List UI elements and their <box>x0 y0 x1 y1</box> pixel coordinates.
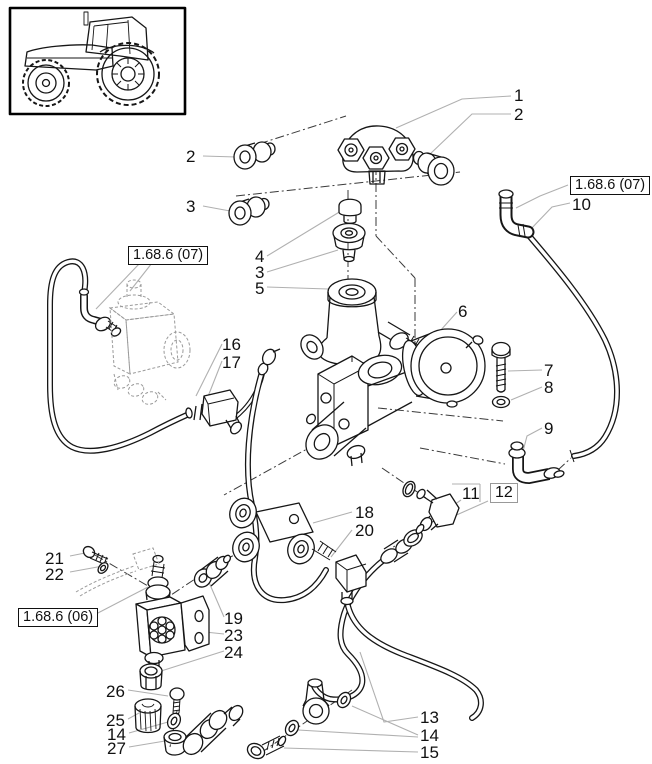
callout-23[interactable]: 23 <box>224 626 243 645</box>
callout-16[interactable]: 16 <box>222 335 241 354</box>
part-washer-14-lower <box>284 719 300 737</box>
part-solenoid-elbow <box>78 288 122 337</box>
callout-6[interactable]: 6 <box>458 302 468 321</box>
part-valve-body-6 <box>305 354 413 467</box>
callout-20[interactable]: 20 <box>355 521 374 540</box>
part-elbow-11 <box>402 480 460 535</box>
callout-11[interactable]: 11 <box>462 484 480 503</box>
callout-12[interactable]: 12 <box>490 483 518 503</box>
part-elbow-16-17 <box>185 389 243 435</box>
callout-14a[interactable]: 14 <box>107 725 126 744</box>
callout-10[interactable]: 10 <box>572 195 591 214</box>
callout-22[interactable]: 22 <box>45 565 64 584</box>
part-washer-14-left <box>166 712 182 730</box>
part-elbow-20 <box>335 554 367 606</box>
part-pipe-nut <box>257 348 281 376</box>
part-manifold-1 <box>337 125 455 186</box>
part-washer-14-upper <box>336 691 352 709</box>
part-rubber-elbow <box>498 189 575 463</box>
callout-13[interactable]: 13 <box>420 708 439 727</box>
part-nut-3 <box>332 222 366 263</box>
callout-17[interactable]: 17 <box>222 353 241 372</box>
callout-9[interactable]: 9 <box>544 419 554 438</box>
part-cap-25 <box>134 698 162 734</box>
ref-07-left[interactable]: 1.68.6 (07) <box>128 246 209 265</box>
part-coupler <box>182 704 244 756</box>
callout-7[interactable]: 7 <box>544 361 554 380</box>
part-elbow-9 <box>508 441 565 484</box>
callout-27[interactable]: 27 <box>107 739 126 758</box>
part-plug-3 <box>228 196 270 226</box>
ghost-parts <box>75 279 191 597</box>
callout-25[interactable]: 25 <box>106 711 125 730</box>
tractor-thumbnail <box>8 6 187 116</box>
callout-26[interactable]: 26 <box>106 682 125 701</box>
part-bolt-26 <box>169 687 185 716</box>
callout-8[interactable]: 8 <box>544 378 554 397</box>
part-diaphragm-6 <box>401 328 486 408</box>
part-banjo-13 <box>302 678 330 725</box>
leader-lines <box>69 95 571 753</box>
callout-3b[interactable]: 3 <box>186 197 196 216</box>
callout-18[interactable]: 18 <box>355 503 374 522</box>
callout-3[interactable]: 3 <box>255 263 265 282</box>
ghost-connector-06 <box>75 547 160 597</box>
part-fitting-19 <box>193 554 232 588</box>
callout-2[interactable]: 2 <box>514 105 524 124</box>
callout-19[interactable]: 19 <box>224 609 243 628</box>
callout-21[interactable]: 21 <box>45 549 64 568</box>
part-plug-2 <box>233 141 276 170</box>
callout-4[interactable]: 4 <box>255 247 265 266</box>
ghost-solenoid-valve <box>108 279 191 405</box>
callout-24[interactable]: 24 <box>224 643 243 662</box>
callout-2b[interactable]: 2 <box>186 147 196 166</box>
part-tee-fitting-18 <box>229 497 337 565</box>
parts <box>8 6 575 760</box>
callout-5[interactable]: 5 <box>255 279 265 298</box>
part-valve-23 <box>135 554 210 675</box>
part-bolt-15 <box>246 735 287 760</box>
part-washer-8 <box>491 395 511 409</box>
part-bolt-21 <box>82 545 109 574</box>
ref-06[interactable]: 1.68.6 (06) <box>18 608 99 627</box>
ref-07-right[interactable]: 1.68.6 (07) <box>570 176 651 195</box>
callout-1[interactable]: 1 <box>514 86 524 105</box>
callout-14b[interactable]: 14 <box>420 726 439 745</box>
callout-15[interactable]: 15 <box>420 743 439 762</box>
part-bolt-7 <box>491 341 511 393</box>
part-nut-24 <box>139 663 163 691</box>
